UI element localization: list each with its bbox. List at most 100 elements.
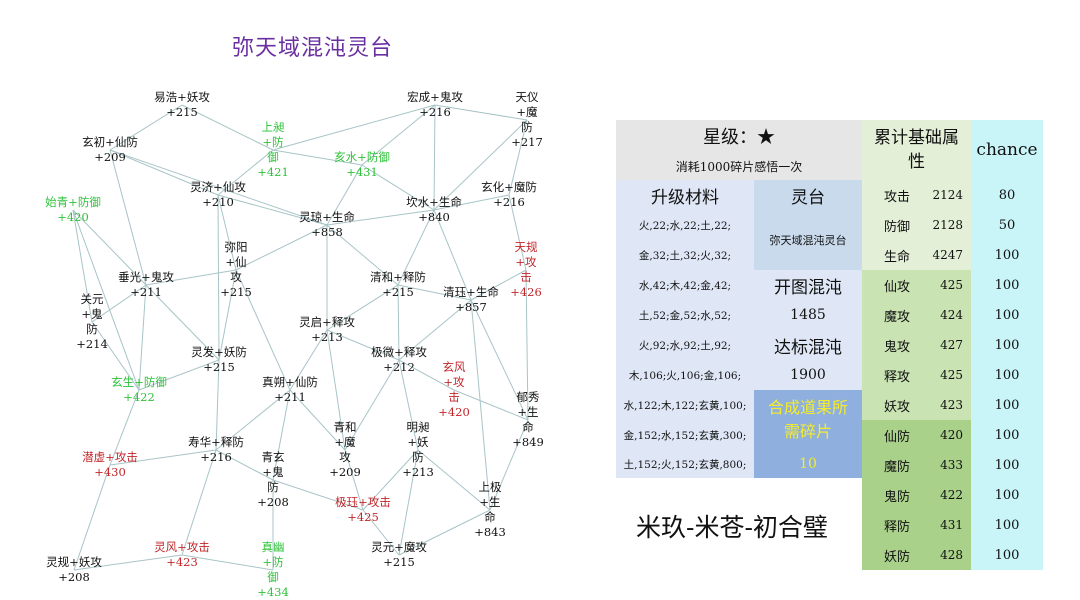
graph-node-line: 击 [448,390,460,404]
star-level: 星级：★ [616,120,862,152]
graph-node-line: +840 [418,210,450,224]
graph-node: 灵发+妖防+215 [191,345,247,375]
graph-node: 天仪+魔防+217 [511,90,543,150]
graph-node-line: +421 [257,165,289,179]
graph-node-line: 宏成+鬼攻 [407,90,463,104]
graph-edge [109,149,328,226]
motto: 米玖-米苍-初合璧 [636,513,828,542]
attribute-name: 仙防 [884,429,911,445]
material-row: 土,152;火,152;玄黄,800; [616,450,754,478]
graph-node-line: +849 [512,435,544,449]
graph-node-line: 明昶 [406,420,430,434]
graph-node-line: +210 [202,195,234,209]
graph-edge [145,284,220,361]
graph-edge [433,194,510,211]
graph-node-line: +214 [76,337,108,351]
graph-node-line: 灵元+魔攻 [371,540,427,554]
material-row: 金,152;水,152;玄黄,300; [616,420,754,450]
graph-node-line: 极珏+攻击 [335,495,391,509]
attribute-name: 鬼防 [884,489,911,505]
graph-node: 青玄+鬼防+208 [257,450,289,510]
graph-node-line: 郁秀 [516,390,540,404]
attribute-value: 428 [940,548,963,562]
graph-node: 郁秀+生命+849 [512,390,544,450]
graph-node-line: +魔 [516,105,538,119]
graph-edge [218,269,237,361]
graph-node-line: 真朔+仙防 [262,375,318,389]
graph-node-line: +209 [329,465,361,479]
graph-edge [217,194,328,226]
graph-edge [525,269,529,421]
graph-edge [138,284,147,391]
graph-node: 垂光+鬼攻+211 [118,270,174,300]
graph-edge [362,509,400,556]
attribute-value: 4247 [932,248,963,262]
graph-edge [470,269,527,301]
graph-edge [398,449,419,556]
graph-node-line: 玄风 [442,360,466,374]
open-chaos-value: 1485 [754,300,862,330]
graph-edge [433,209,472,301]
graph-node-line: 灵发+妖防 [191,345,247,359]
graph-node: 上昶+防御+421 [257,120,289,180]
graph-edge [109,149,147,286]
graph-edge [326,224,399,286]
graph-node-line: 攻 [230,270,242,284]
graph-edge [181,554,274,571]
graph-node: 坎水+生命+840 [406,195,462,225]
graph-edge [453,389,529,421]
graph-node-line: +209 [94,150,126,164]
attribute-chance: 100 [971,300,1043,330]
graph-node-line: +216 [493,195,525,209]
graph-edge [326,329,346,451]
graph-node-line: 攻 [339,450,351,464]
graph-node: 始青+防御+420 [45,195,101,225]
graph-node: 关元+鬼防+214 [76,292,108,352]
page-title: 弥天域混沌灵台 [232,36,394,61]
material-row: 水,42;木,42;金,42; [616,270,754,300]
graph-node-line: 灵启+释攻 [299,315,355,329]
graph-node-line: 防 [412,450,424,464]
graph-edge [73,554,183,571]
reach-chaos-label: 达标混沌 [754,330,862,360]
graph-edge [91,321,140,391]
graph-node-line: 坎水+生命 [406,195,462,209]
graph-node: 易浩+妖攻+215 [154,90,210,120]
graph-node: 亥水+防御+431 [334,150,390,180]
graph-node: 灵琼+生命+858 [299,210,355,240]
material-header: 升级材料 [616,180,754,210]
graph-node: 上极+生命+843 [474,480,506,540]
graph-node: 玄生+防御+422 [111,375,167,405]
attribute-name: 魔攻 [884,309,911,325]
attribute-chance: 100 [971,450,1043,480]
attribute-name: 妖攻 [884,399,911,415]
attribute-chance: 100 [971,390,1043,420]
graph-node: 天规+攻击+426 [510,240,542,300]
attribute-name: 生命 [884,249,911,265]
attribute-value: 2124 [932,188,963,202]
material-row: 火,22;水,22;土,22; [616,210,754,240]
attribute-name: 防御 [884,219,911,235]
graph-node: 寿华+释防+216 [188,435,244,465]
graph-node: 灵规+妖攻+208 [46,555,102,585]
graph-node-line: 防 [86,322,98,336]
graph-node-line: +攻 [515,255,537,269]
open-chaos-label: 开图混沌 [754,270,862,300]
attribute-name: 妖防 [884,549,911,565]
graph-edge [326,284,399,331]
graph-node-line: +魔 [334,435,356,449]
graph-node-line: 上极 [478,480,502,494]
graph-node-line: 灵规+妖攻 [46,555,102,569]
graph-edge [72,209,140,391]
attribute-value: 425 [940,368,963,382]
graph-edge [398,299,472,361]
graph-edge [181,449,217,556]
graph-node-line: 击 [520,270,532,284]
graph-node-line: 垂光+鬼攻 [118,270,174,284]
material-row: 火,92;水,92;土,92; [616,330,754,360]
graph-edge [235,269,291,391]
